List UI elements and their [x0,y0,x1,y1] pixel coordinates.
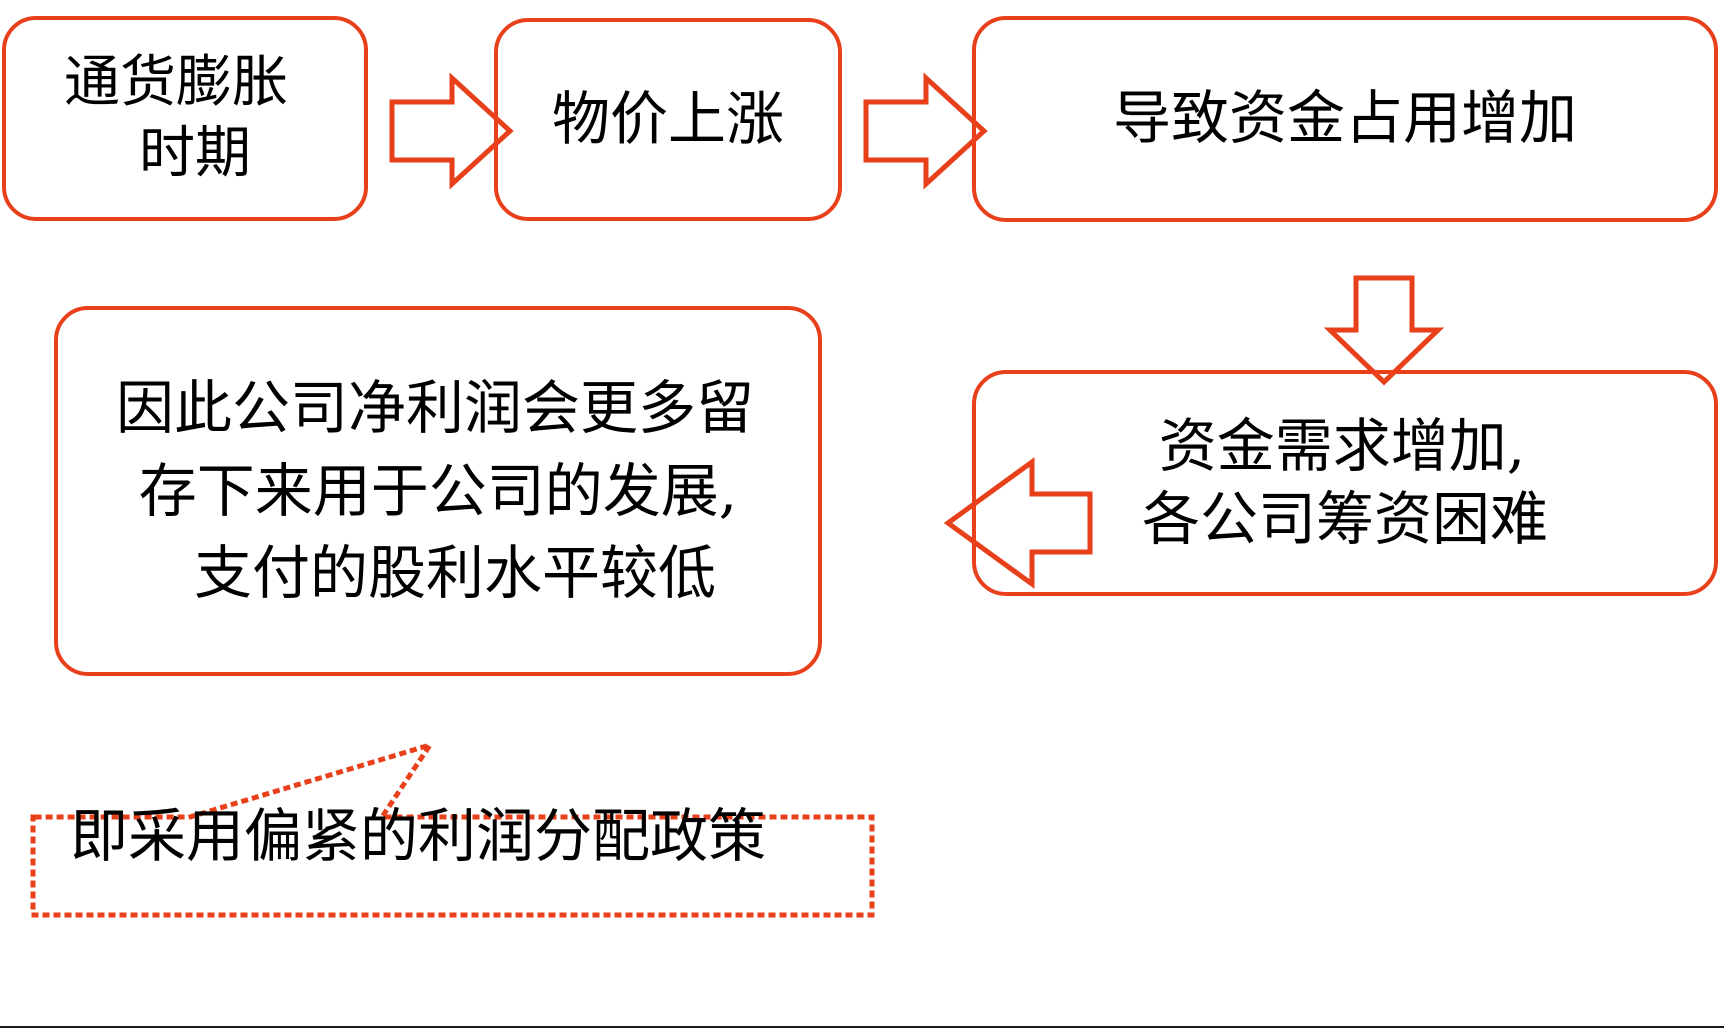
node-line: 通货膨胀 [64,49,288,115]
callout-label: 即采用偏紧的利润分配政策 [70,802,767,870]
node-line: 导致资金占用增加 [1112,84,1577,153]
block-arrow-right-icon [863,72,988,190]
node-line: 存下来用于公司的发展, [138,456,738,525]
node-funding-difficulty[interactable]: 资金需求增加, 各公司筹资困难 [972,370,1718,596]
node-line: 时期 [139,120,251,186]
node-retained-profit-low-dividend[interactable]: 因此公司净利润会更多留 存下来用于公司的发展, 支付的股利水平较低 [54,306,822,676]
page-bottom-rule [0,1026,1724,1028]
node-line: 物价上涨 [551,84,784,153]
node-line: 支付的股利水平较低 [193,539,716,608]
block-arrow-right-icon [389,72,514,190]
node-inflation-period[interactable]: 通货膨胀 时期 [2,16,368,221]
node-capital-occupancy-increase[interactable]: 导致资金占用增加 [972,16,1718,222]
node-line: 各公司筹资困难 [1141,485,1548,553]
node-price-rise[interactable]: 物价上涨 [494,18,842,221]
node-line: 资金需求增加, [1158,411,1526,480]
node-line: 因此公司净利润会更多留 [115,374,754,443]
node-tight-profit-distribution-policy[interactable]: 即采用偏紧的利润分配政策 [30,745,874,917]
block-arrow-down-icon [1323,275,1445,386]
